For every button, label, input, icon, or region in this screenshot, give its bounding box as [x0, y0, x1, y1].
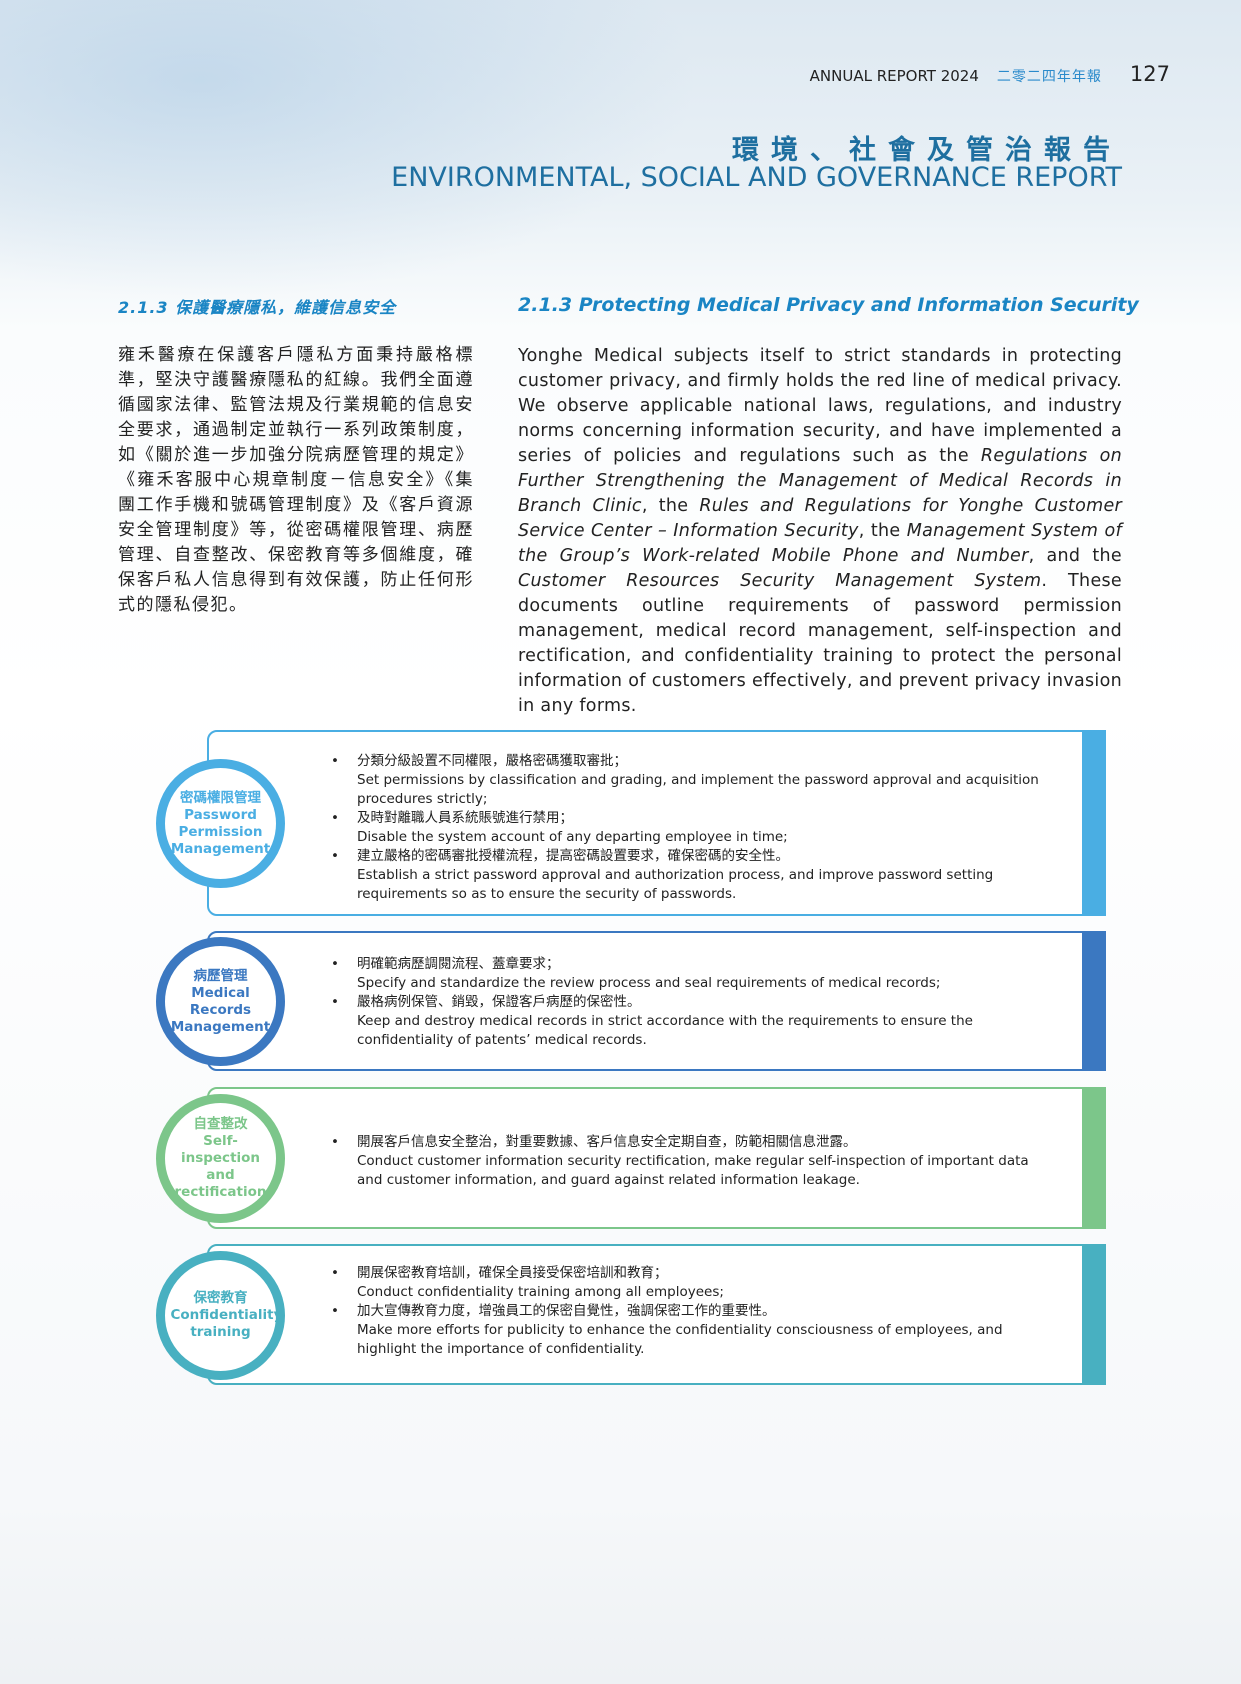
- section-body-zh: 雍禾醫療在保護客戶隱私方面秉持嚴格標準，堅決守護醫療隱私的紅線。我們全面遵循國家…: [118, 345, 474, 615]
- bullet-icon: •: [331, 1134, 339, 1150]
- measure-name-zh: 病歷管理: [193, 967, 248, 984]
- item-text-zh: 建立嚴格的密碼審批授權流程，提高密碼設置要求，確保密碼的安全性。: [357, 848, 789, 864]
- measure-card: • 開展客戶信息安全整治，對重要數據、客戶信息安全定期自查，防範相關信息泄露。 Co…: [207, 1087, 1106, 1229]
- measure-name-zh: 密碼權限管理: [180, 789, 261, 806]
- item-text-en: Keep and destroy medical records in stri…: [357, 1013, 973, 1048]
- bullet-icon: •: [331, 1265, 339, 1281]
- measure-name-zh: 保密教育: [193, 1289, 248, 1306]
- report-title-en: ANNUAL REPORT 2024: [809, 67, 979, 85]
- chapter-title-zh: 環境、社會及管治報告: [732, 135, 1122, 166]
- list-item: • 明確範病歷調閱流程、蓋章要求； Specify and standardize …: [331, 955, 1054, 993]
- item-text-en: Disable the system account of any depart…: [357, 829, 788, 845]
- measure-list: • 開展客戶信息安全整治，對重要數據、客戶信息安全定期自查，防範相關信息泄露。 Co…: [331, 1133, 1054, 1190]
- policy-title: Rules and Regulations for Yonghe Custome…: [518, 496, 1123, 541]
- dandelion-background: [0, 0, 700, 300]
- body-text: , the: [641, 496, 700, 516]
- list-item: • 開展客戶信息安全整治，對重要數據、客戶信息安全定期自查，防範相關信息泄露。 Co…: [331, 1133, 1054, 1190]
- section-heading-en: 2.1.3 Protecting Medical Privacy and Inf…: [518, 294, 1139, 316]
- item-text-zh: 嚴格病例保管、銷毀，保證客戶病歷的保密性。: [357, 994, 641, 1010]
- measure-card: • 分類分級設置不同權限，嚴格密碼獲取審批； Set permissions by …: [207, 730, 1106, 916]
- list-item: • 加大宣傳教育力度，增強員工的保密自覺性，強調保密工作的重要性。 Make mor…: [331, 1302, 1054, 1359]
- policy-title: Regulations on Further Strengthening the…: [518, 446, 1122, 516]
- section-body-en: Yonghe Medical subjects itself to strict…: [518, 344, 1122, 719]
- page-number: 127: [1129, 62, 1170, 86]
- body-text: Yonghe Medical subjects itself to strict…: [518, 346, 1122, 466]
- card-accent-bar: [1082, 1244, 1106, 1385]
- card-accent-bar: [1082, 931, 1106, 1071]
- list-item: • 建立嚴格的密碼審批授權流程，提高密碼設置要求，確保密碼的安全性。 Establi…: [331, 847, 1054, 904]
- bullet-icon: •: [331, 848, 339, 864]
- list-item: • 分類分級設置不同權限，嚴格密碼獲取審批； Set permissions by …: [331, 752, 1054, 809]
- list-item: • 及時對離職人員系統賬號進行禁用； Disable the system acco…: [331, 809, 1054, 847]
- bullet-icon: •: [331, 810, 339, 826]
- body-text: , the: [858, 521, 907, 541]
- page-header: ANNUAL REPORT 2024 二零二四年年報 127: [810, 62, 1170, 86]
- measure-card: • 開展保密教育培訓，確保全員接受保密培訓和教育； Conduct confiden…: [207, 1244, 1106, 1385]
- bullet-icon: •: [331, 956, 339, 972]
- measure-name-en: Self-inspection and rectification: [174, 1133, 267, 1200]
- body-text: , and the: [1028, 546, 1122, 566]
- list-item: • 開展保密教育培訓，確保全員接受保密培訓和教育； Conduct confiden…: [331, 1264, 1054, 1302]
- body-text: . These documents outline requirements o…: [518, 571, 1122, 716]
- bullet-icon: •: [331, 753, 339, 769]
- bullet-icon: •: [331, 1303, 339, 1319]
- item-text-zh: 分類分級設置不同權限，嚴格密碼獲取審批；: [357, 753, 627, 769]
- measure-card: • 明確範病歷調閱流程、蓋章要求； Specify and standardize …: [207, 931, 1106, 1071]
- item-text-zh: 開展保密教育培訓，確保全員接受保密培訓和教育；: [357, 1265, 668, 1281]
- item-text-en: Conduct customer information security re…: [357, 1153, 1029, 1188]
- card-accent-bar: [1082, 730, 1106, 916]
- measure-name-en: Password Permission Management: [170, 806, 271, 857]
- item-text-en: Make more efforts for publicity to enhan…: [357, 1322, 1003, 1357]
- policy-title: Management System of the Group’s Work-re…: [518, 521, 1122, 566]
- item-text-en: Establish a strict password approval and…: [357, 867, 994, 902]
- bullet-icon: •: [331, 994, 339, 1010]
- list-item: • 嚴格病例保管、銷毀，保證客戶病歷的保密性。 Keep and destroy m…: [331, 993, 1054, 1050]
- measure-name-en: Medical Records Management: [170, 984, 271, 1035]
- item-text-en: Specify and standardize the review proce…: [357, 975, 941, 991]
- item-text-zh: 明確範病歷調閱流程、蓋章要求；: [357, 956, 560, 972]
- item-text-zh: 及時對離職人員系統賬號進行禁用；: [357, 810, 573, 826]
- measure-name-zh: 自查整改: [193, 1116, 248, 1132]
- item-text-zh: 加大宣傳教育力度，增強員工的保密自覺性，強調保密工作的重要性。: [357, 1303, 776, 1319]
- card-accent-bar: [1082, 1087, 1106, 1229]
- measure-list: • 開展保密教育培訓，確保全員接受保密培訓和教育； Conduct confiden…: [331, 1264, 1054, 1359]
- measure-list: • 分類分級設置不同權限，嚴格密碼獲取審批； Set permissions by …: [331, 752, 1054, 904]
- section-heading-zh: 2.1.3 保護醫療隱私，維護信息安全: [118, 298, 397, 317]
- item-text-en: Conduct confidentiality training among a…: [357, 1284, 724, 1300]
- policy-title: Customer Resources Security Management S…: [518, 571, 1042, 591]
- measure-name-en: Confidentiality training: [170, 1306, 283, 1340]
- chapter-title-en: ENVIRONMENTAL, SOCIAL AND GOVERNANCE REP…: [391, 162, 1122, 193]
- item-text-zh: 開展客戶信息安全整治，對重要數據、客戶信息安全定期自查，防範相關信息泄露。: [357, 1134, 857, 1150]
- measure-list: • 明確範病歷調閱流程、蓋章要求； Specify and standardize …: [331, 955, 1054, 1050]
- item-text-en: Set permissions by classification and gr…: [357, 772, 1039, 807]
- report-title-zh: 二零二四年年報: [996, 69, 1102, 85]
